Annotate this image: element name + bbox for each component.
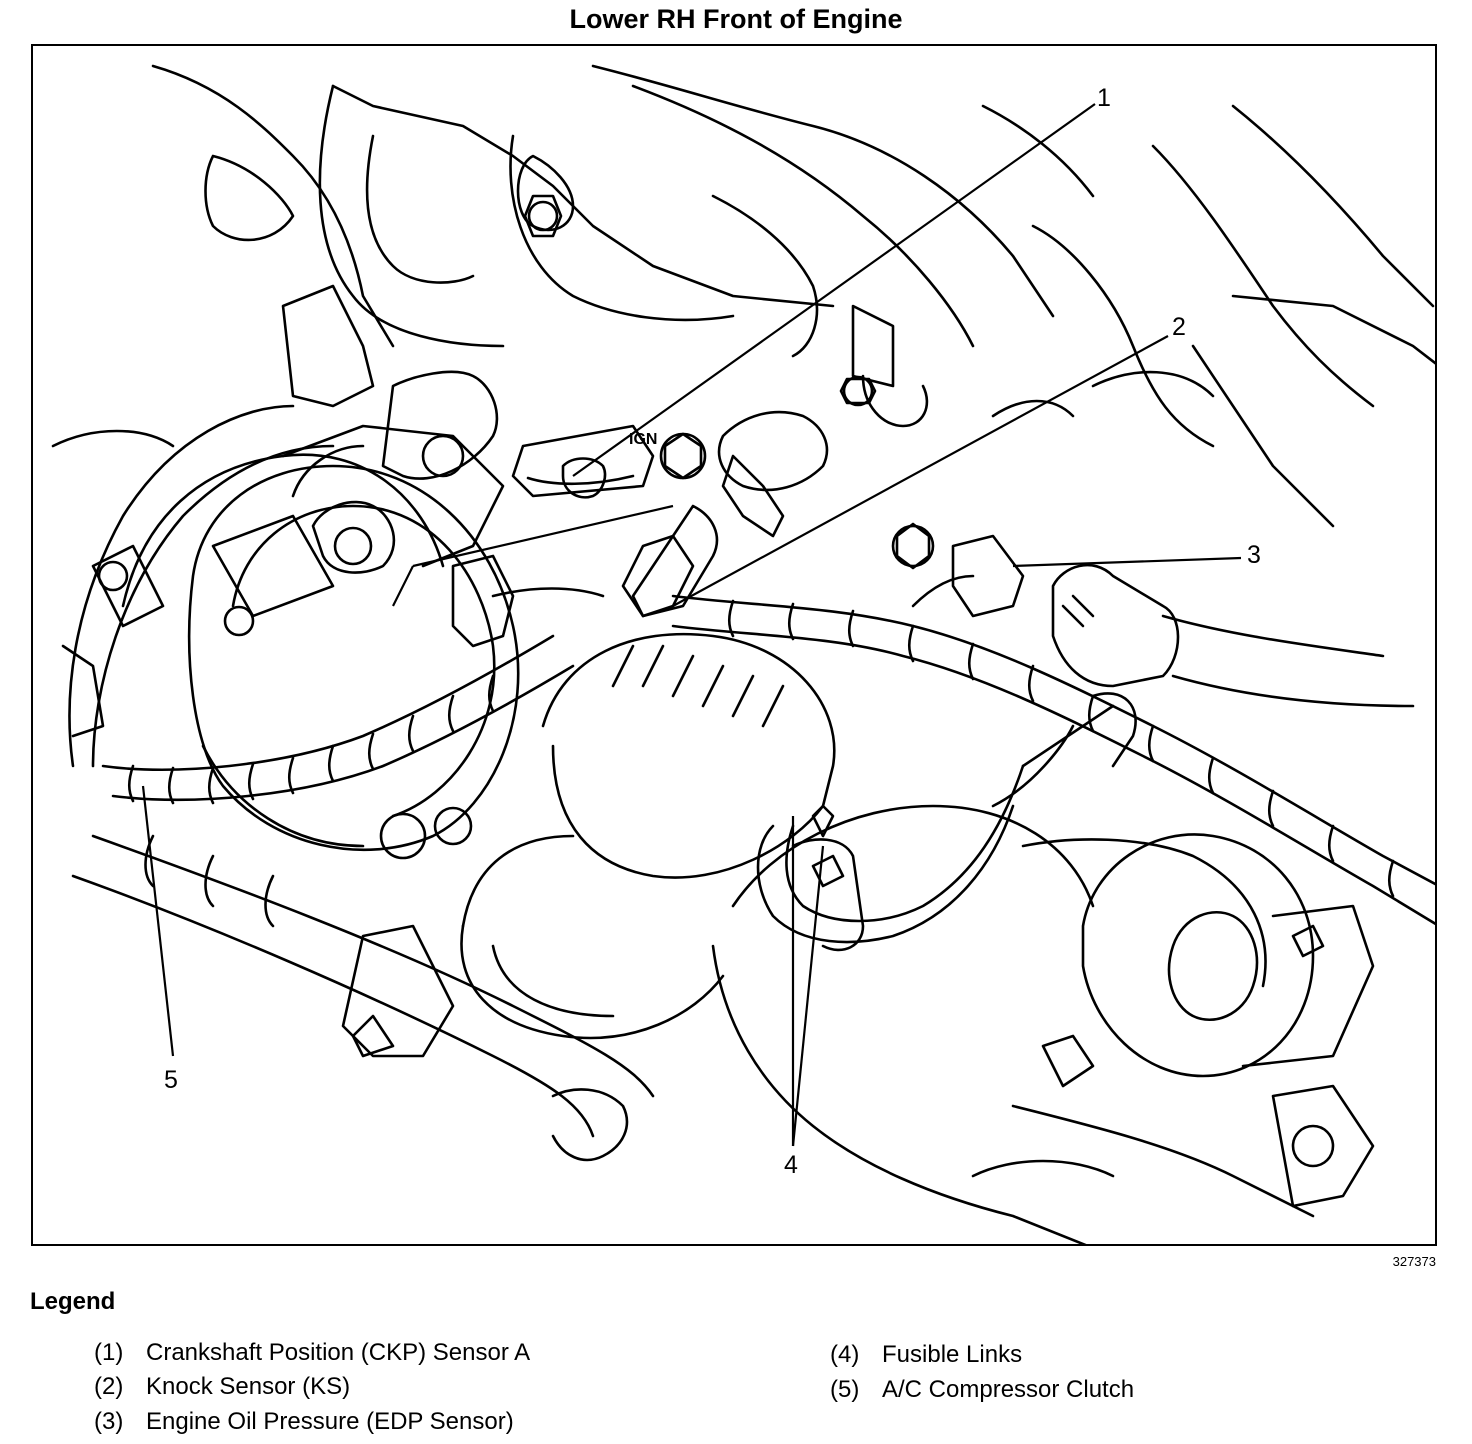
figure-id: 327373	[1392, 1254, 1436, 1269]
callout-2: 2	[1172, 313, 1186, 341]
legend-number: (5)	[830, 1376, 860, 1403]
legend-item-5: (5) A/C Compressor Clutch	[830, 1375, 1134, 1405]
diagram-title: Lower RH Front of Engine	[569, 4, 903, 34]
legend-label: Knock Sensor (KS)	[146, 1373, 351, 1400]
legend-item-2: (2) Knock Sensor (KS)	[94, 1372, 350, 1402]
legend-item-3: (3) Engine Oil Pressure (EDP Sensor)	[94, 1407, 514, 1437]
legend-number: (2)	[94, 1373, 124, 1400]
legend-number: (1)	[94, 1339, 124, 1366]
callout-3: 3	[1247, 541, 1261, 569]
legend-label: Fusible Links	[882, 1341, 1023, 1368]
legend-label: Engine Oil Pressure (EDP Sensor)	[146, 1408, 514, 1435]
legend-item-1: (1) Crankshaft Position (CKP) Sensor A	[94, 1338, 530, 1368]
legend-label: A/C Compressor Clutch	[882, 1376, 1135, 1403]
engine-illustration-frame: IGN	[31, 44, 1437, 1246]
legend-heading: Legend	[30, 1288, 116, 1315]
connector-marking: IGN	[629, 431, 657, 448]
legend-label: Crankshaft Position (CKP) Sensor A	[146, 1339, 531, 1366]
engine-line-drawing: IGN	[51, 64, 1435, 1244]
callout-4: 4	[784, 1151, 798, 1179]
callout-1: 1	[1097, 84, 1111, 112]
legend-item-4: (4) Fusible Links	[830, 1340, 1022, 1370]
callout-5: 5	[164, 1066, 178, 1094]
legend-number: (4)	[830, 1341, 860, 1368]
legend-number: (3)	[94, 1408, 124, 1435]
